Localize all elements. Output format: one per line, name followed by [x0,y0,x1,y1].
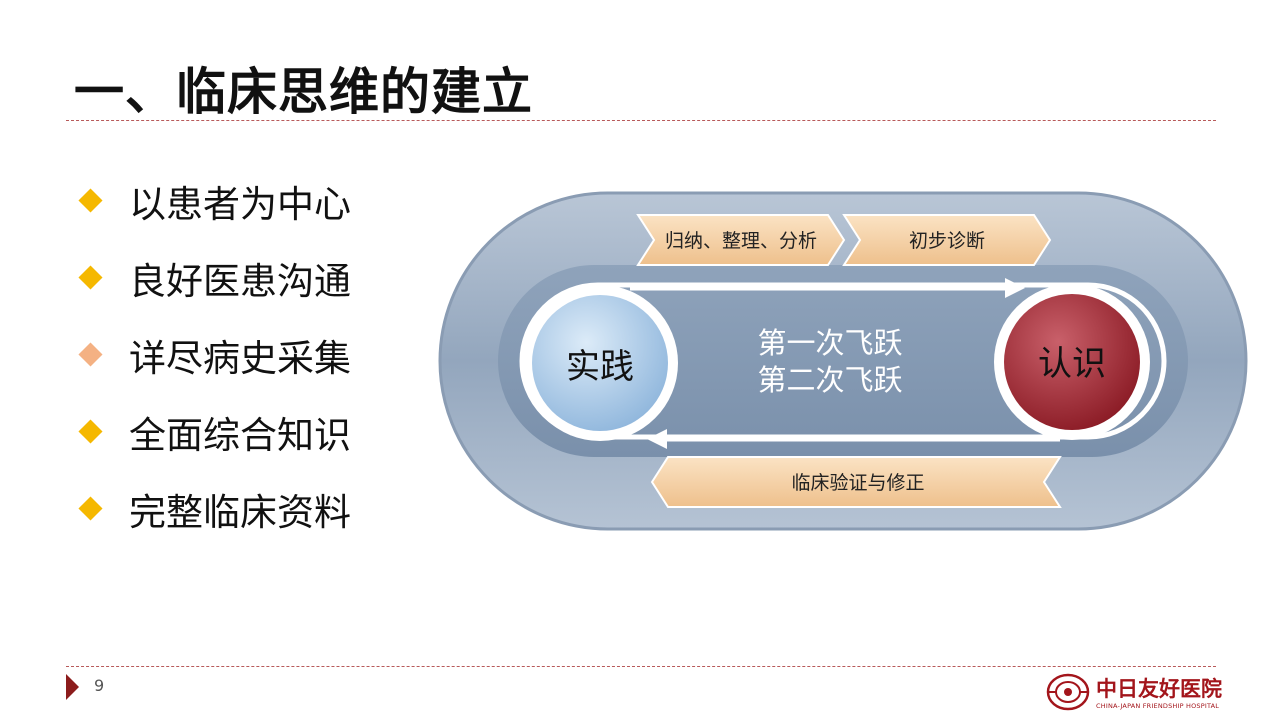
bullet-text: 良好医患沟通 [129,259,351,303]
bottom-flow-arrowhead [647,429,667,449]
top-flow-arrowhead [1005,278,1025,298]
bullet-item: 完整临床资料 [78,470,351,547]
diamond-bullet-icon [78,419,103,444]
bullet-item: 以患者为中心 [78,162,351,239]
cognition-cycle-diagram: 归纳、整理、分析 初步诊断 临床验证与修正 实践 认识 第一次飞跃 第二次飞跃 [438,191,1248,531]
chevron-arrow-2 [842,214,1052,266]
second-leap-label: 第二次飞跃 [757,363,902,397]
hospital-name-en: CHINA-JAPAN FRIENDSHIP HOSPITAL [1096,702,1220,710]
cognition-circle [1004,294,1140,430]
diamond-bullet-icon [78,265,103,290]
bottom-chevron-label: 临床验证与修正 [791,472,924,494]
first-leap-label: 第一次飞跃 [757,326,902,360]
practice-label: 实践 [566,347,634,387]
diamond-bullet-icon [78,342,103,367]
chevron-arrow-1-label: 归纳、整理、分析 [665,230,817,252]
chevron-arrow-2-label: 初步诊断 [909,230,985,252]
page-number: 9 [94,676,105,695]
practice-circle [532,295,668,431]
chevron-arrow-1 [636,214,846,266]
bullet-item: 详尽病史采集 [78,316,351,393]
slide-title: 一、临床思维的建立 [74,63,533,121]
bottom-chevron-arrow [650,456,1062,508]
bullet-list: 以患者为中心 良好医患沟通 详尽病史采集 全面综合知识 完整临床资料 [78,162,351,547]
footer-divider [66,666,1216,667]
cognition-label: 认识 [1038,344,1106,384]
diamond-bullet-icon [78,496,103,521]
footer-triangle-icon [66,674,79,700]
bullet-text: 详尽病史采集 [129,336,351,380]
bullet-text: 完整临床资料 [129,490,351,534]
bullet-text: 以患者为中心 [129,182,351,226]
hospital-name-cn: 中日友好医院 [1096,676,1222,701]
hospital-emblem-icon [1046,673,1090,711]
hospital-logo: 中日友好医院 CHINA-JAPAN FRIENDSHIP HOSPITAL [1046,672,1246,714]
title-divider [66,120,1216,121]
bullet-item: 全面综合知识 [78,393,351,470]
bullet-item: 良好医患沟通 [78,239,351,316]
bullet-text: 全面综合知识 [129,413,351,457]
diamond-bullet-icon [78,188,103,213]
